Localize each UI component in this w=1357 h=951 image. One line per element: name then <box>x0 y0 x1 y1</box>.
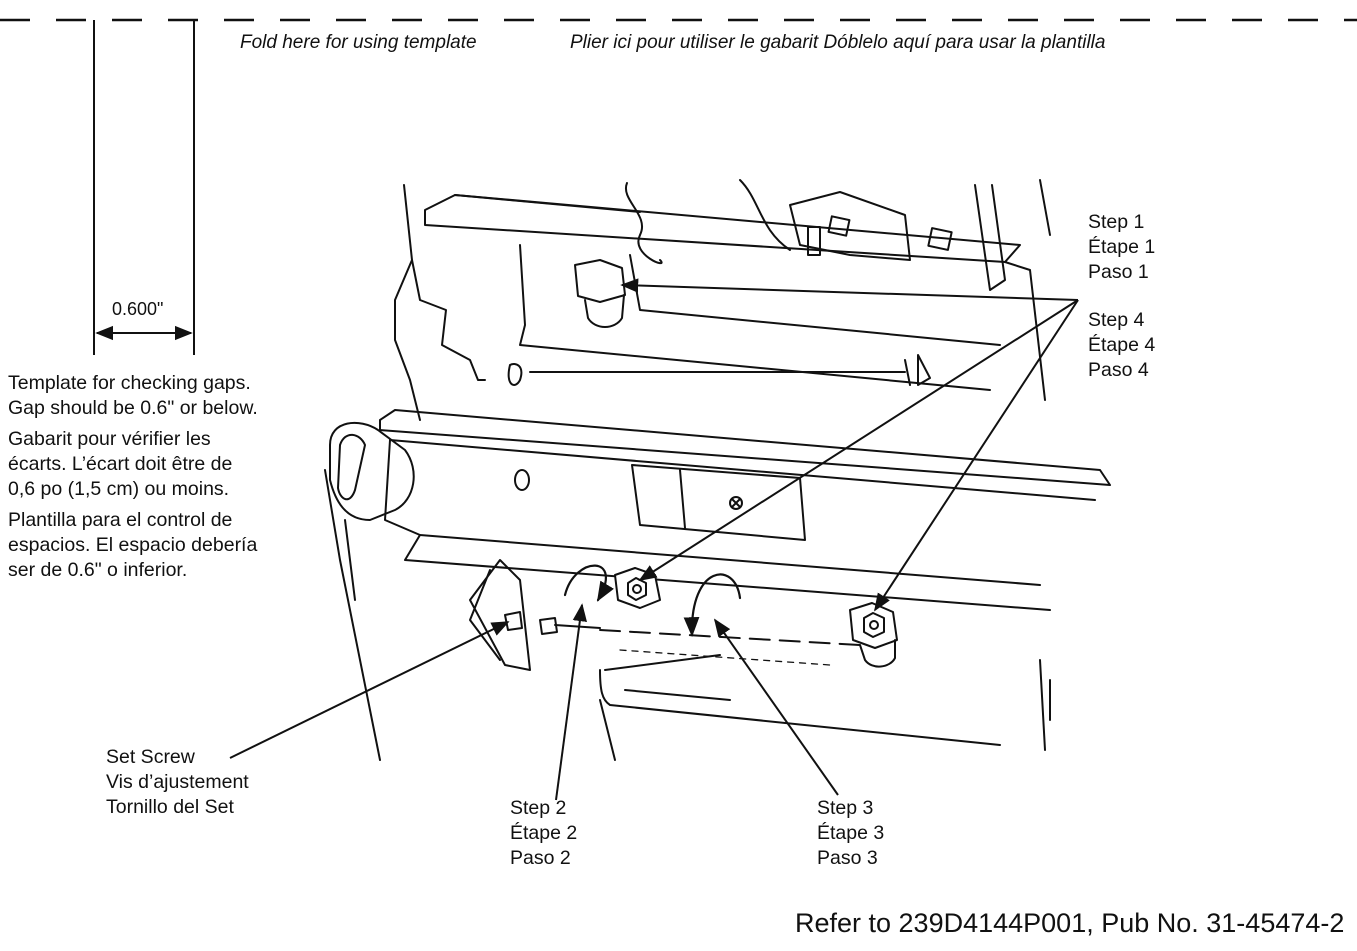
template-description-french: Gabarit pour vérifier les écarts. L’écar… <box>8 428 233 500</box>
template-description-english: Template for checking gaps. Gap should b… <box>8 372 258 419</box>
template-description: Template for checking gaps. Gap should b… <box>8 371 258 589</box>
callout-step-3: Step 3 Étape 3 Paso 3 <box>817 797 885 869</box>
bracket-assembly <box>324 179 1111 761</box>
set-screw <box>504 611 601 635</box>
reference-note: Refer to 239D4144P001, Pub No. 31-45474-… <box>795 908 1345 938</box>
leader-lines <box>229 278 1079 801</box>
callout-step-2: Step 2 Étape 2 Paso 2 <box>510 797 578 869</box>
callout-set-screw: Set Screw Vis d’ajustement Tornillo del … <box>106 746 249 818</box>
callout-step-1: Step 1 Étape 1 Paso 1 <box>1088 211 1156 283</box>
fold-instruction-english: Fold here for using template <box>240 32 477 53</box>
gap-template <box>93 20 195 355</box>
gap-dimension-label: 0.600" <box>112 299 164 319</box>
fold-instruction-french-spanish: Plier ici pour utiliser le gabarit Dóble… <box>570 32 1106 53</box>
step3-nut <box>849 602 898 668</box>
callout-step-4: Step 4 Étape 4 Paso 4 <box>1088 309 1156 381</box>
step2-nut <box>614 567 661 609</box>
upper-bolt <box>574 259 626 328</box>
template-description-spanish: Plantilla para el control de espacios. E… <box>8 509 258 581</box>
